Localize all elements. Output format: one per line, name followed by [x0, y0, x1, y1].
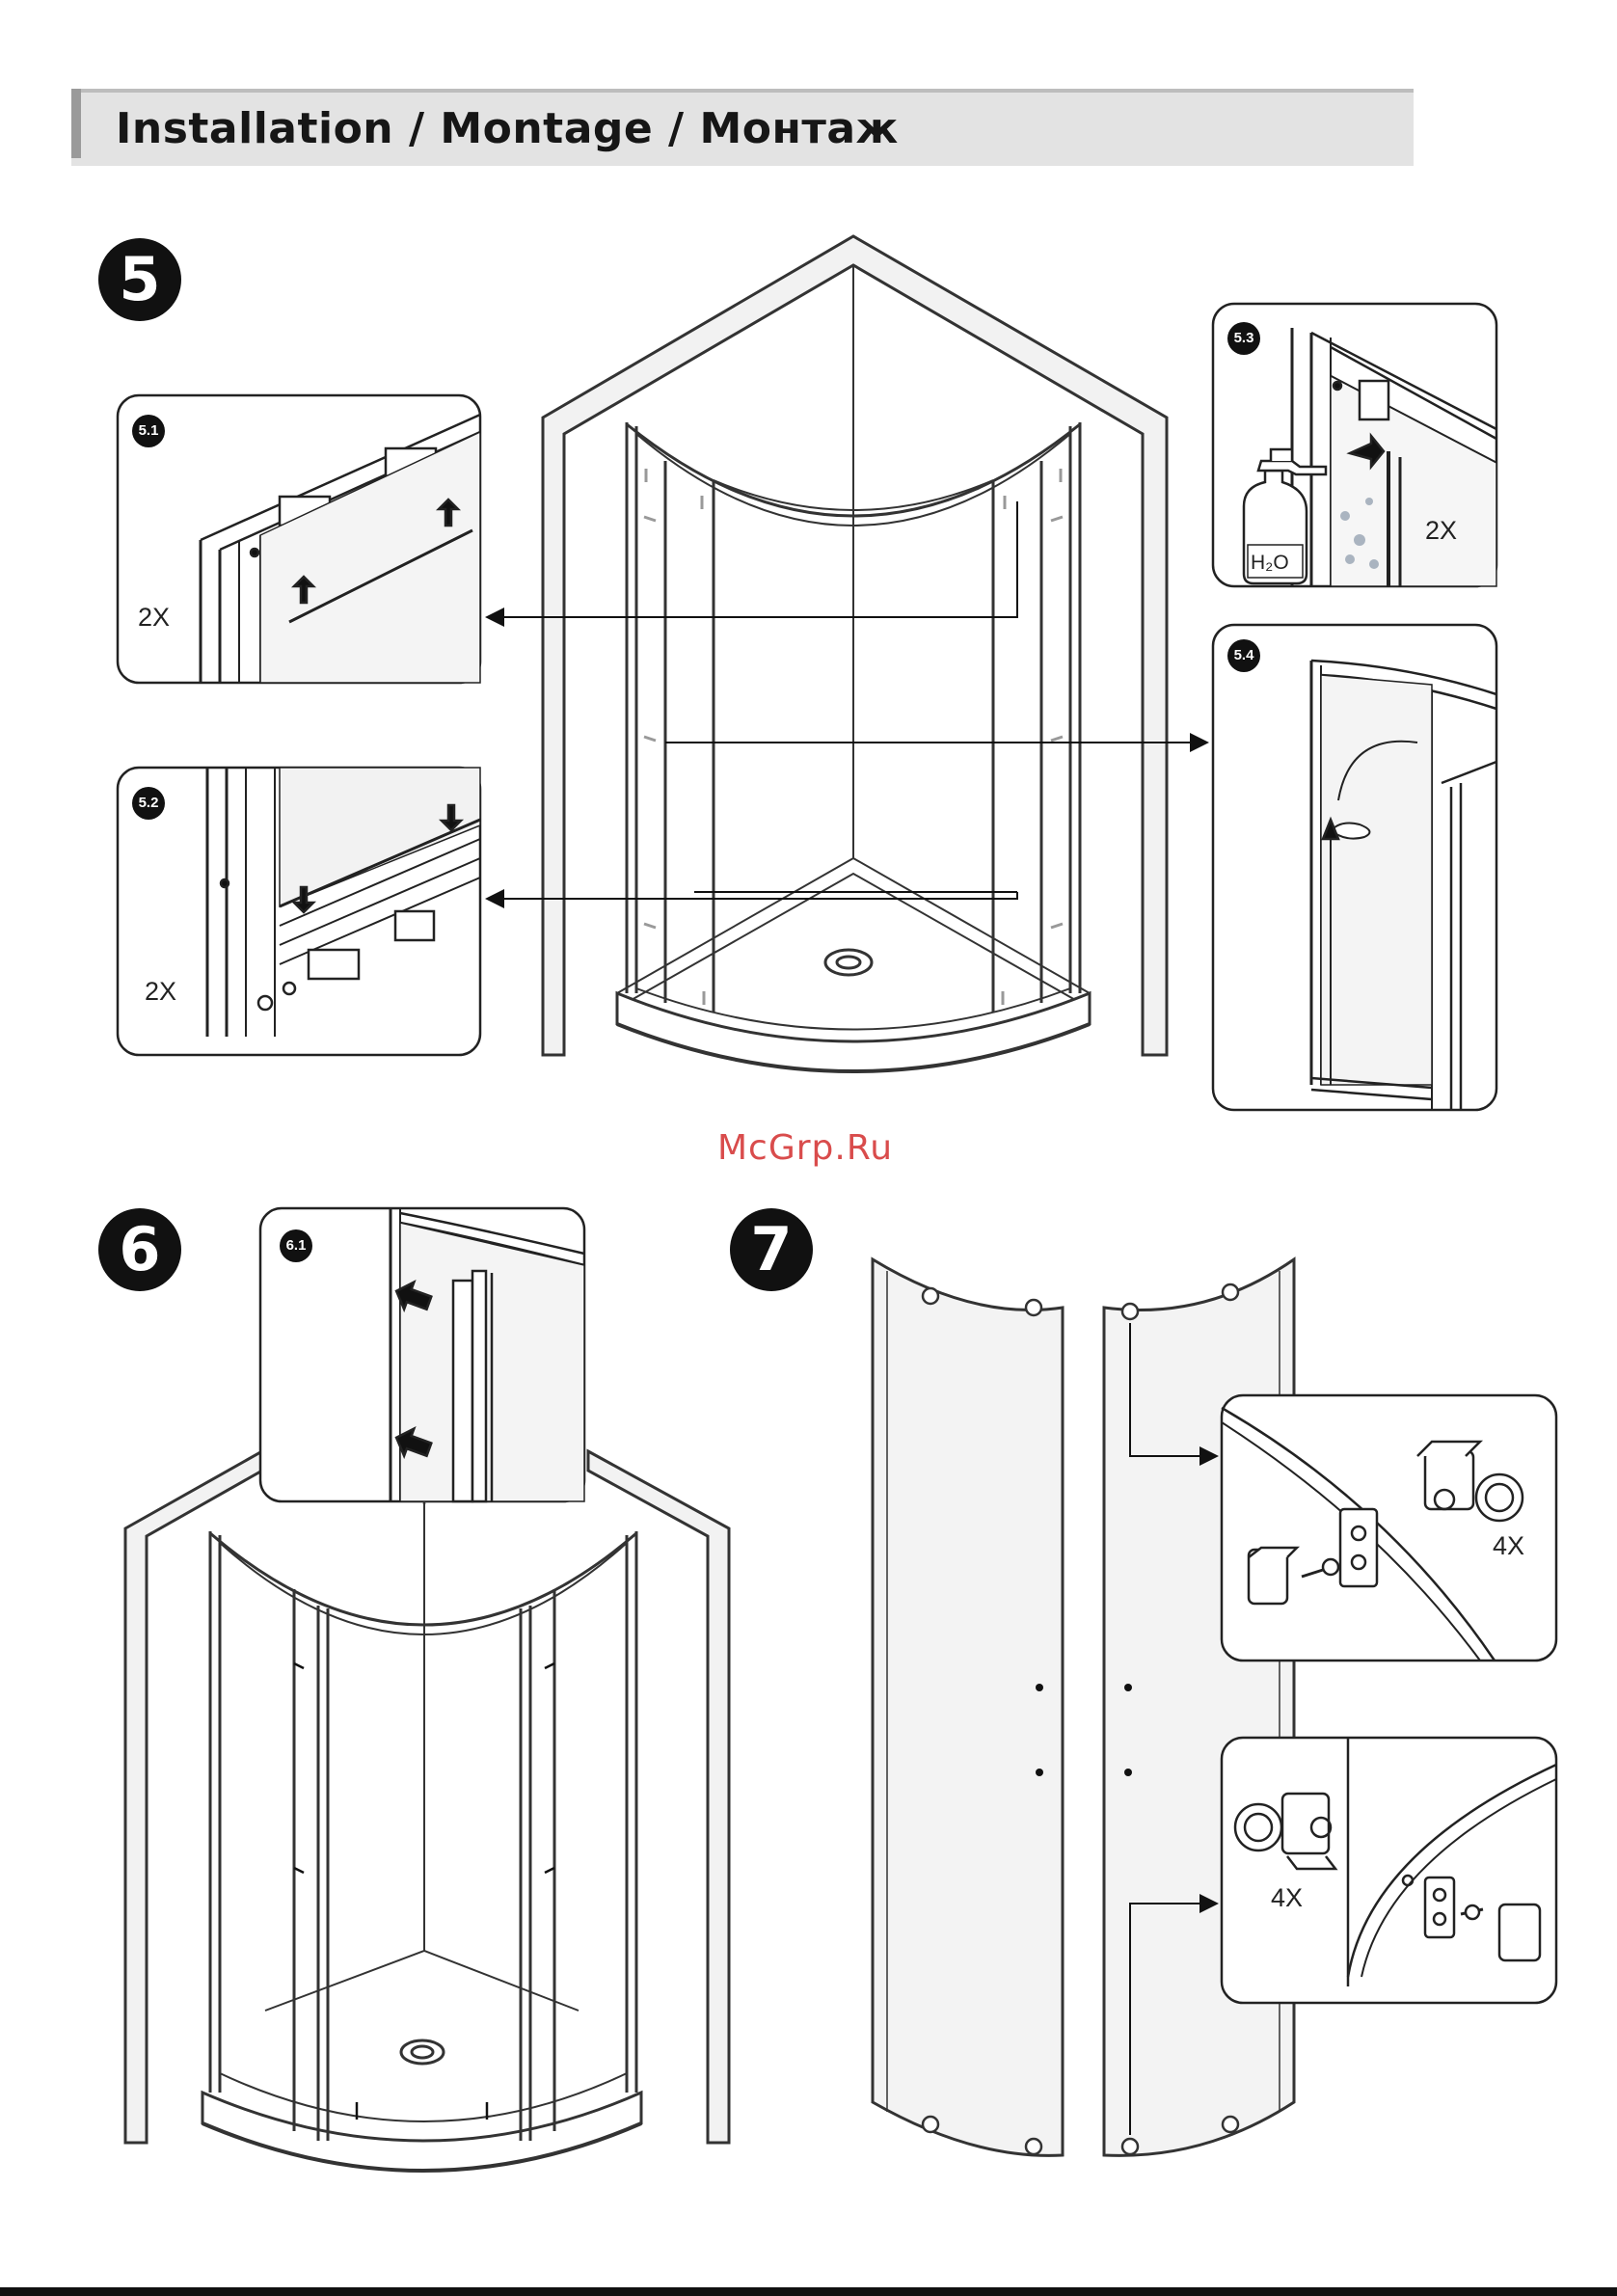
callout-5-3-badge: 5.3	[1227, 322, 1260, 355]
spray-bottle-label: H₂O	[1251, 552, 1289, 575]
callout-7-bottom	[1222, 1738, 1556, 2003]
step-7-badge: 7	[730, 1208, 813, 1291]
callout-5-1	[118, 395, 480, 683]
callout-5-2-badge: 5.2	[132, 787, 165, 820]
callout-7-top	[1222, 1395, 1556, 1661]
callout-5-2-quantity: 2X	[145, 977, 176, 1007]
bottom-rule	[0, 2287, 1617, 2296]
callout-6-1-badge: 6.1	[280, 1229, 312, 1262]
callout-5-4	[1213, 625, 1496, 1110]
callout-5-3-quantity: 2X	[1425, 516, 1457, 546]
step5-leader-lines	[487, 501, 1207, 899]
step6-shower-enclosure	[125, 1451, 729, 2171]
step7-door-panels	[873, 1259, 1294, 2155]
callout-5-2	[118, 768, 480, 1055]
callout-7-top-quantity: 4X	[1493, 1531, 1524, 1561]
step-5-badge: 5	[98, 238, 181, 321]
callout-5-1-badge: 5.1	[132, 415, 165, 447]
callout-7-bottom-quantity: 4X	[1271, 1883, 1303, 1913]
callout-5-1-quantity: 2X	[138, 603, 170, 633]
watermark: McGrp.Ru	[717, 1128, 893, 1168]
callout-5-4-badge: 5.4	[1227, 639, 1260, 672]
step-6-badge: 6	[98, 1208, 181, 1291]
step5-shower-enclosure	[543, 236, 1167, 1071]
